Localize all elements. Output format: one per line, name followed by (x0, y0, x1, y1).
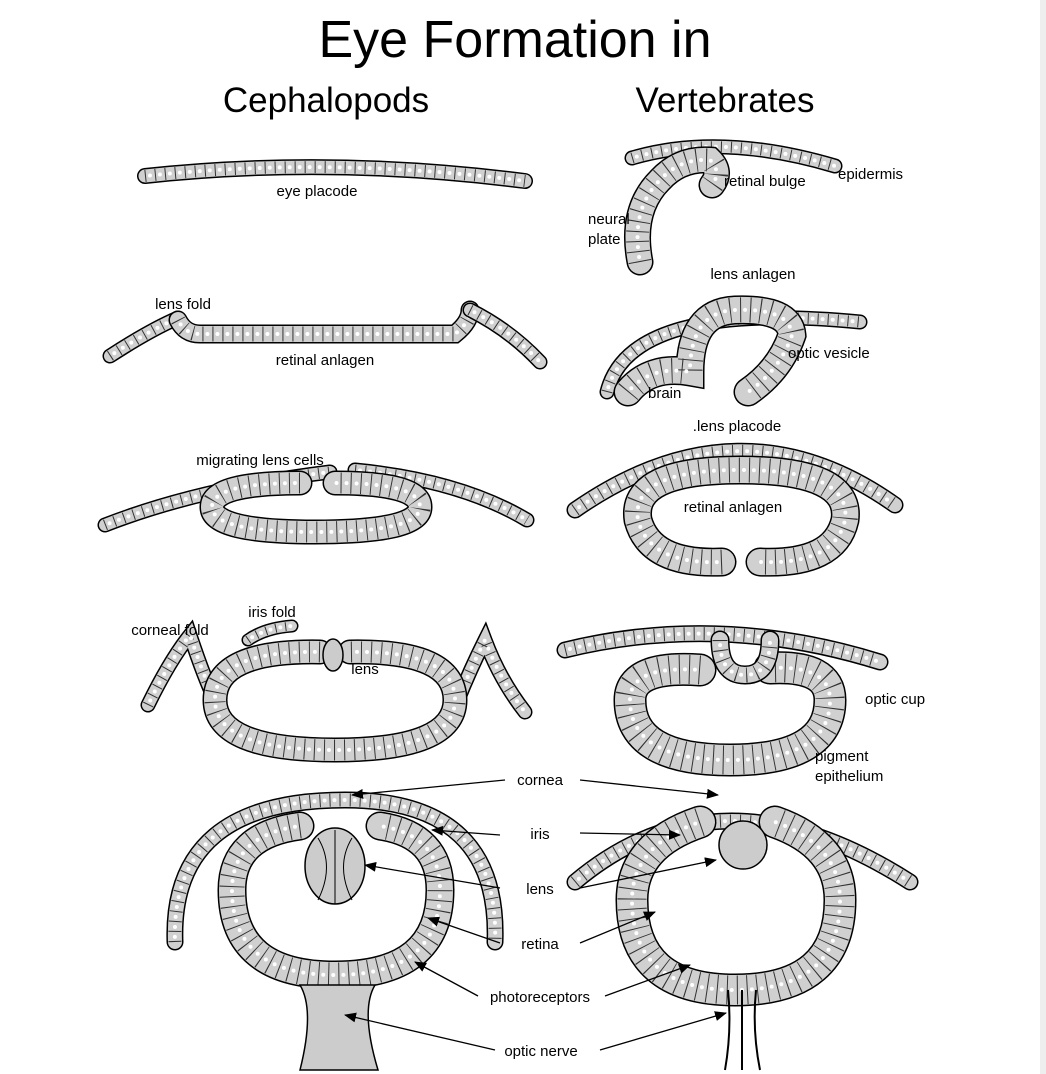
tissue-body (616, 807, 856, 1006)
label-plate: plate (588, 231, 621, 248)
label-iris: iris (530, 826, 549, 843)
label-optic-nerve: optic nerve (504, 1043, 577, 1060)
tissue-body (625, 147, 729, 274)
label-cornea: cornea (517, 772, 564, 789)
label-epithelium: epithelium (815, 768, 883, 785)
label-retinal-anlagen-vert: retinal anlagen (684, 499, 782, 516)
cell-walls (452, 626, 530, 716)
label-optic-cup: optic cup (865, 691, 925, 708)
label-migrating-lens-cells: migrating lens cells (196, 452, 324, 469)
label-corneal-fold: corneal fold (131, 622, 209, 639)
cell-nuclei (456, 635, 527, 714)
pointer-arrows (344, 779, 727, 1051)
cell-nuclei (209, 481, 423, 535)
cell-nuclei (605, 315, 862, 394)
lens-vertebrate (718, 820, 768, 870)
cell-nuclei (573, 819, 912, 884)
cell-walls (204, 641, 466, 761)
cell-walls (624, 457, 858, 575)
label-iris-fold: iris fold (248, 604, 296, 621)
label-pigment: pigment (815, 748, 869, 765)
cell-nuclei (103, 470, 332, 527)
cell-walls (712, 639, 778, 683)
lens-striations (317, 830, 353, 904)
cell-nuclei (635, 157, 719, 264)
label-lens-placode: .lens placode (693, 418, 781, 435)
cell-nuclei (630, 144, 837, 168)
tissue-body (170, 302, 478, 342)
cell-nuclei (573, 449, 897, 512)
label-neural: neural (588, 211, 630, 228)
column-heading-vertebrates: Vertebrates (636, 81, 815, 120)
label-retinal-anlagen-ceph: retinal anlagen (276, 352, 374, 369)
label-brain: brain (648, 385, 681, 402)
label-retinal-bulge: retinal bulge (724, 173, 806, 190)
cell-nuclei (172, 797, 498, 944)
lens-bud-cephalopod (322, 638, 344, 672)
label-eye-placode: eye placode (277, 183, 358, 200)
label-lens-fold: lens fold (155, 296, 211, 313)
tissue-body (464, 304, 546, 368)
tissue-body (138, 160, 532, 188)
label-photoreceptors: photoreceptors (490, 989, 590, 1006)
column-heading-cephalopods: Cephalopods (223, 81, 429, 120)
diagram-title: Eye Formation in (318, 11, 711, 69)
tissue-body (200, 472, 432, 544)
cell-nuclei (626, 307, 795, 394)
label-epidermis: epidermis (838, 166, 903, 183)
tissue-layers (97, 139, 919, 1007)
cell-nuclei (229, 824, 443, 978)
label-lens: lens (526, 881, 554, 898)
label-retina: retina (521, 936, 559, 953)
page-edge (1040, 0, 1046, 1074)
label-lens-anlagen: lens anlagen (710, 266, 795, 283)
cell-nuclei (246, 624, 294, 642)
cell-nuclei (108, 316, 180, 358)
cell-nuclei (563, 631, 882, 664)
cell-walls (615, 653, 845, 775)
optic-nerve-vertebrate (724, 989, 761, 1071)
cell-nuclei (468, 308, 542, 364)
label-lens-ceph: lens (351, 661, 379, 678)
optic-nerve-cephalopod (298, 984, 380, 1071)
label-optic-vesicle: optic vesicle (788, 345, 870, 362)
